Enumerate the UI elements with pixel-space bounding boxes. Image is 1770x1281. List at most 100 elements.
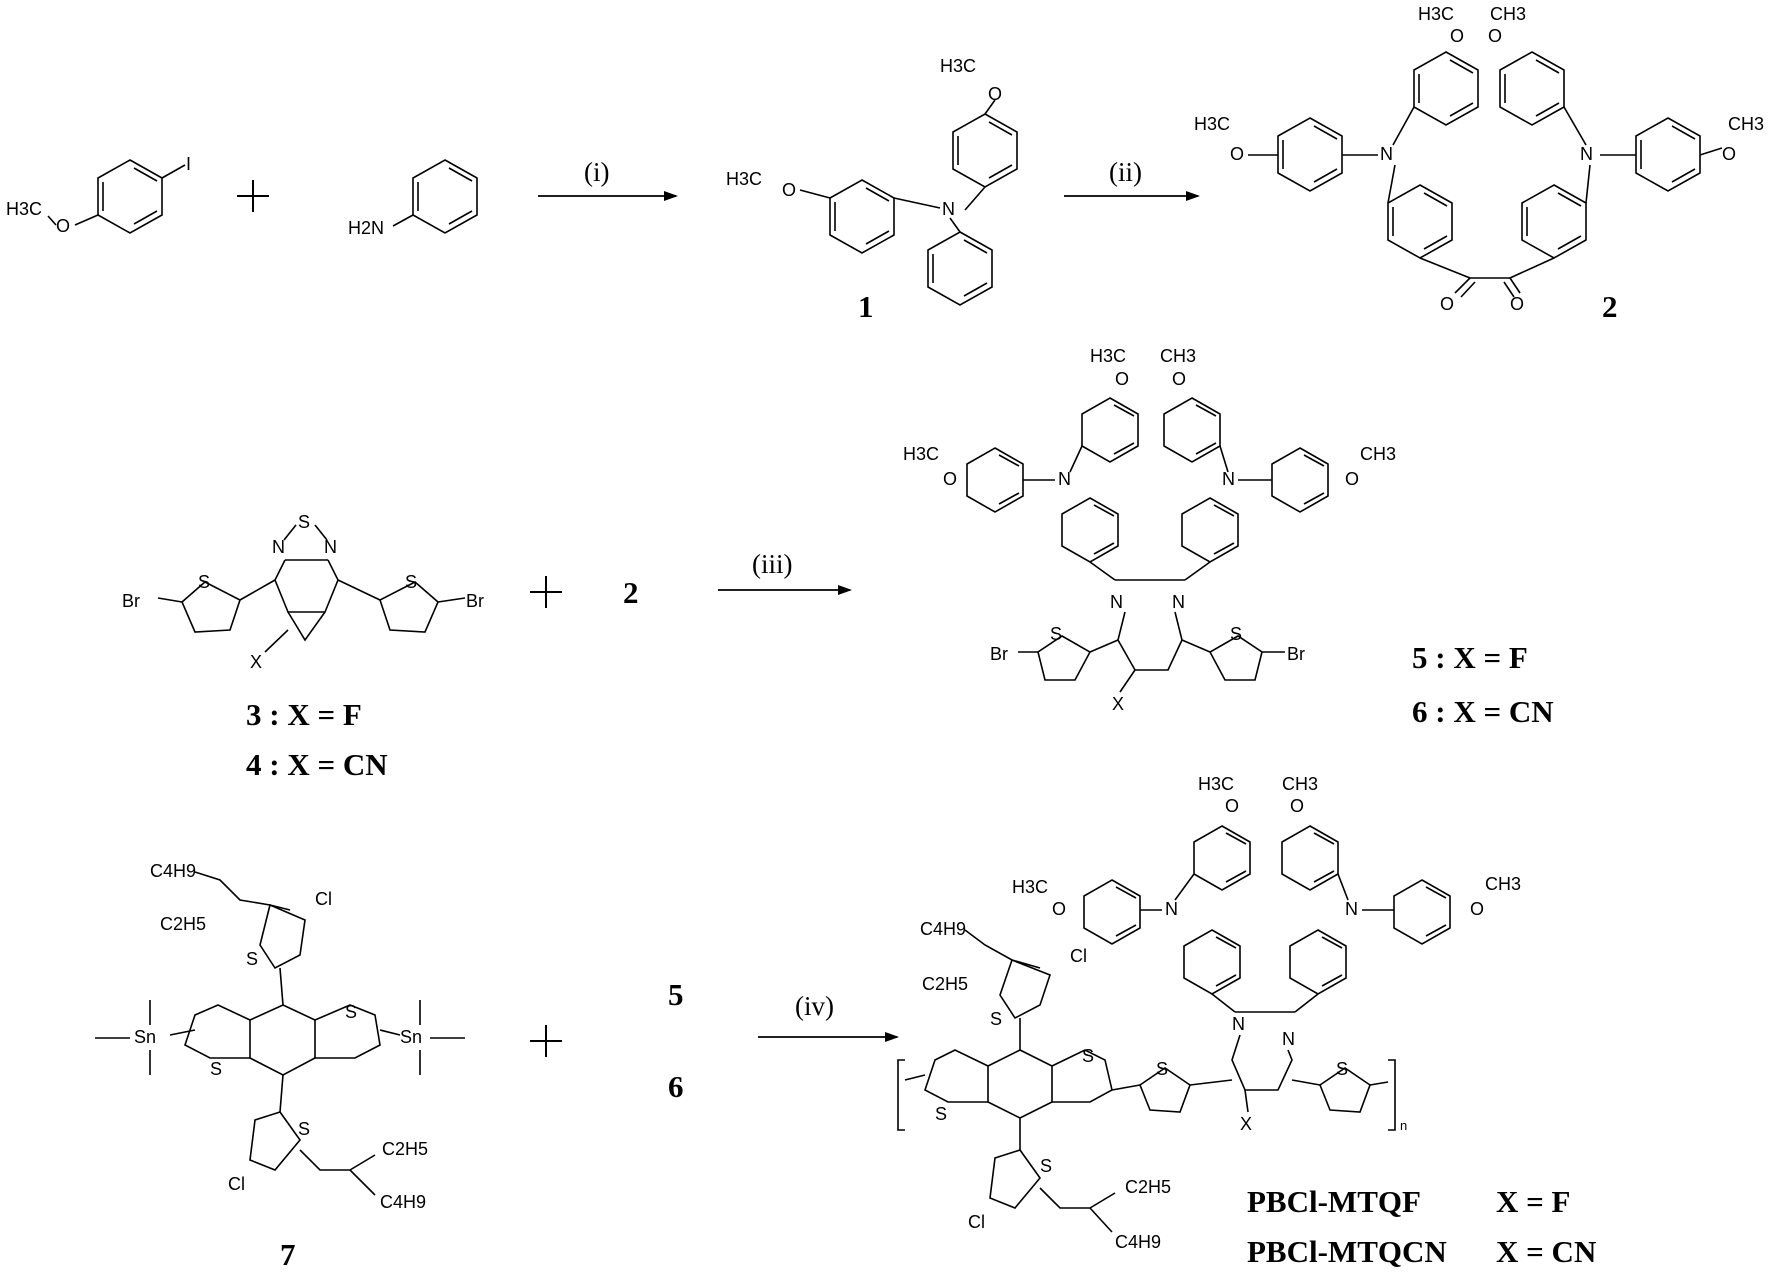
atom-nitrogen: N bbox=[1282, 1029, 1295, 1049]
atom-nitrogen: N bbox=[324, 537, 337, 557]
atom-sulfur: S bbox=[990, 1009, 1002, 1029]
atom-nitrogen: N bbox=[272, 537, 285, 557]
atom-nitrogen: N bbox=[1110, 592, 1123, 612]
atom-nitrogen: N bbox=[1165, 899, 1178, 919]
methyl-group: CH3 bbox=[1728, 114, 1764, 134]
methyl-group: H3C bbox=[940, 56, 976, 76]
atom-oxygen: O bbox=[1345, 469, 1359, 489]
condition-ii: (ii) bbox=[1109, 157, 1142, 187]
atom-oxygen: O bbox=[988, 84, 1002, 104]
substituent-x: X bbox=[250, 652, 262, 672]
methyl-group: H3C bbox=[1198, 774, 1234, 794]
compound-6-reagent: 6 bbox=[668, 1069, 684, 1104]
alkyl-ethyl: C2H5 bbox=[922, 974, 968, 994]
atom-bromine: Br bbox=[466, 591, 484, 611]
polymer-structure: H3C O CH3 O H3C O N N O CH3 N N X C4H9 C… bbox=[897, 774, 1521, 1252]
methyl-group: H3C bbox=[6, 199, 42, 219]
reactant-iodoanisole: I O H3C bbox=[6, 154, 191, 236]
methyl-group: H3C bbox=[726, 169, 762, 189]
methyl-group: CH3 bbox=[1360, 444, 1396, 464]
compound-2-structure: H3C O N CH3 O N H3C O O CH3 bbox=[1194, 4, 1764, 314]
atom-oxygen: O bbox=[1230, 144, 1244, 164]
methyl-group: CH3 bbox=[1282, 774, 1318, 794]
methyl-group: H3C bbox=[903, 444, 939, 464]
condition-i: (i) bbox=[584, 157, 609, 187]
compound-5-reagent: 5 bbox=[668, 977, 684, 1012]
atom-sulfur: S bbox=[298, 1119, 310, 1139]
atom-bromine: Br bbox=[1287, 644, 1305, 664]
reactant-aniline: H2N bbox=[348, 159, 478, 238]
atom-sulfur: S bbox=[345, 1002, 357, 1022]
atom-chlorine: Cl bbox=[228, 1174, 245, 1194]
alkyl-butyl: C4H9 bbox=[920, 919, 966, 939]
atom-oxygen: O bbox=[1470, 899, 1484, 919]
atom-sulfur: S bbox=[405, 572, 417, 592]
carbonyl-oxygen: O bbox=[1510, 294, 1524, 314]
atom-oxygen: O bbox=[1115, 369, 1129, 389]
carbonyl-oxygen: O bbox=[1440, 294, 1454, 314]
compound-3-4-structure: S N N X S Br S Br bbox=[122, 512, 484, 672]
methyl-group: H3C bbox=[1012, 877, 1048, 897]
methyl-group: CH3 bbox=[1485, 874, 1521, 894]
atom-sulfur: S bbox=[1050, 624, 1062, 644]
atom-nitrogen: N bbox=[1380, 144, 1393, 164]
atom-sulfur: S bbox=[198, 572, 210, 592]
polymer-cn-name: PBCl-MTQCN bbox=[1247, 1234, 1447, 1269]
atom-sulfur: S bbox=[298, 512, 310, 532]
atom-sulfur: S bbox=[1230, 624, 1242, 644]
compound-4-label: 4 : X = CN bbox=[246, 747, 388, 782]
atom-chlorine: Cl bbox=[315, 889, 332, 909]
atom-bromine: Br bbox=[990, 644, 1008, 664]
atom-nitrogen: N bbox=[1580, 144, 1593, 164]
compound-2-reagent: 2 bbox=[623, 575, 639, 610]
polymer-f-substituent: X = F bbox=[1496, 1184, 1571, 1219]
methyl-group: CH3 bbox=[1160, 346, 1196, 366]
compound-7-number: 7 bbox=[280, 1237, 296, 1272]
atom-oxygen: O bbox=[56, 216, 70, 236]
alkyl-butyl: C4H9 bbox=[380, 1192, 426, 1212]
atom-sulfur: S bbox=[210, 1059, 222, 1079]
atom-sulfur: S bbox=[1156, 1059, 1168, 1079]
methyl-group: H3C bbox=[1194, 114, 1230, 134]
atom-iodine: I bbox=[186, 154, 191, 174]
repeat-unit-n: n bbox=[1400, 1118, 1407, 1133]
atom-sulfur: S bbox=[1336, 1059, 1348, 1079]
substituent-x: X bbox=[1112, 694, 1124, 714]
atom-nitrogen: N bbox=[1172, 592, 1185, 612]
methyl-group: CH3 bbox=[1490, 4, 1526, 24]
alkyl-butyl: C4H9 bbox=[150, 861, 196, 881]
compound-5-label: 5 : X = F bbox=[1412, 640, 1528, 675]
compound-6-label: 6 : X = CN bbox=[1412, 694, 1554, 729]
alkyl-ethyl: C2H5 bbox=[160, 914, 206, 934]
atom-oxygen: O bbox=[1290, 796, 1304, 816]
atom-oxygen: O bbox=[943, 469, 957, 489]
atom-oxygen: O bbox=[782, 180, 796, 200]
compound-7-structure: C4H9 C2H5 Cl S S S Sn Sn S Cl C2H5 C4H9 bbox=[95, 861, 465, 1212]
atom-oxygen: O bbox=[1172, 369, 1186, 389]
atom-sulfur: S bbox=[246, 949, 258, 969]
tin-atom: Sn bbox=[400, 1027, 422, 1047]
atom-oxygen: O bbox=[1450, 26, 1464, 46]
polymer-cn-substituent: X = CN bbox=[1496, 1234, 1596, 1269]
atom-sulfur: S bbox=[1082, 1046, 1094, 1066]
polymer-f-name: PBCl-MTQF bbox=[1247, 1184, 1421, 1219]
alkyl-butyl: C4H9 bbox=[1115, 1232, 1161, 1252]
methyl-group: H3C bbox=[1418, 4, 1454, 24]
compound-1-structure: O H3C N O H3C bbox=[726, 56, 1018, 306]
condition-iv: (iv) bbox=[795, 991, 834, 1021]
atom-nitrogen: N bbox=[1232, 1014, 1245, 1034]
atom-bromine: Br bbox=[122, 591, 140, 611]
atom-sulfur: S bbox=[935, 1104, 947, 1124]
tin-atom: Sn bbox=[134, 1027, 156, 1047]
compound-2-number: 2 bbox=[1602, 289, 1618, 324]
amine-group: H2N bbox=[348, 218, 384, 238]
atom-oxygen: O bbox=[1052, 899, 1066, 919]
atom-chlorine: Cl bbox=[1070, 946, 1087, 966]
methyl-group: H3C bbox=[1090, 346, 1126, 366]
alkyl-ethyl: C2H5 bbox=[382, 1139, 428, 1159]
condition-iii: (iii) bbox=[752, 549, 793, 579]
atom-oxygen: O bbox=[1488, 26, 1502, 46]
atom-nitrogen: N bbox=[1058, 469, 1071, 489]
substituent-x: X bbox=[1240, 1114, 1252, 1134]
